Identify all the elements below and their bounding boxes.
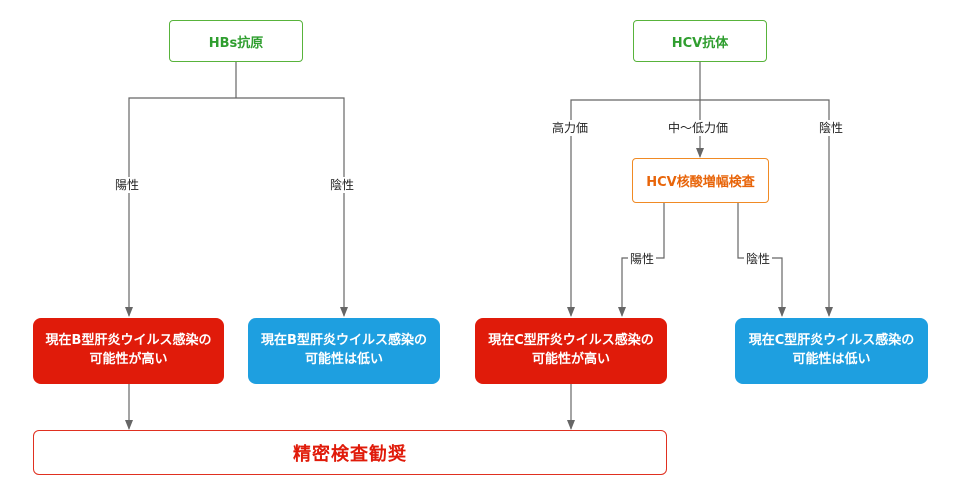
- node-hcv-unlikely-line1: 現在C型肝炎ウイルス感染の: [748, 333, 915, 349]
- node-hcv-unlikely: 現在C型肝炎ウイルス感染の 可能性は低い: [735, 318, 928, 384]
- edge-hbs-negative: [236, 97, 348, 317]
- edge-hbs-positive: [125, 97, 236, 317]
- node-detailed-exam: 精密検査勧奨: [33, 430, 667, 475]
- node-hbv-likely: 現在B型肝炎ウイルス感染の 可能性が高い: [33, 318, 224, 384]
- label-hcv-negative: 陰性: [817, 120, 846, 136]
- node-hcv-likely: 現在C型肝炎ウイルス感染の 可能性が高い: [475, 318, 667, 384]
- node-hbv-unlikely-line1: 現在B型肝炎ウイルス感染の: [261, 333, 427, 349]
- label-nat-negative: 陰性: [744, 251, 773, 267]
- node-hbv-likely-line2: 可能性が高い: [89, 352, 168, 367]
- label-nat-positive: 陽性: [628, 251, 657, 267]
- label-hcv-mid-low: 中〜低力価: [666, 120, 731, 136]
- edge-hcv-high: [567, 99, 700, 317]
- label-hbs-positive: 陽性: [113, 177, 142, 193]
- node-hcv-antibody: HCV抗体: [633, 20, 767, 62]
- node-hbv-unlikely-line2: 可能性は低い: [304, 352, 383, 367]
- node-hcv-unlikely-line2: 可能性は低い: [792, 352, 871, 367]
- label-hcv-high: 高力価: [550, 120, 591, 136]
- label-hbs-negative: 陰性: [328, 177, 357, 193]
- node-hbv-likely-line1: 現在B型肝炎ウイルス感染の: [45, 333, 212, 349]
- node-hcv-nat: HCV核酸増幅検査: [632, 158, 769, 203]
- node-hcv-likely-line1: 現在C型肝炎ウイルス感染の: [488, 333, 654, 349]
- node-hbs-antigen: HBs抗原: [169, 20, 303, 62]
- node-hcv-likely-line2: 可能性が高い: [531, 352, 610, 367]
- edge-hcv-negative: [700, 99, 833, 317]
- node-hbv-unlikely: 現在B型肝炎ウイルス感染の 可能性は低い: [248, 318, 440, 384]
